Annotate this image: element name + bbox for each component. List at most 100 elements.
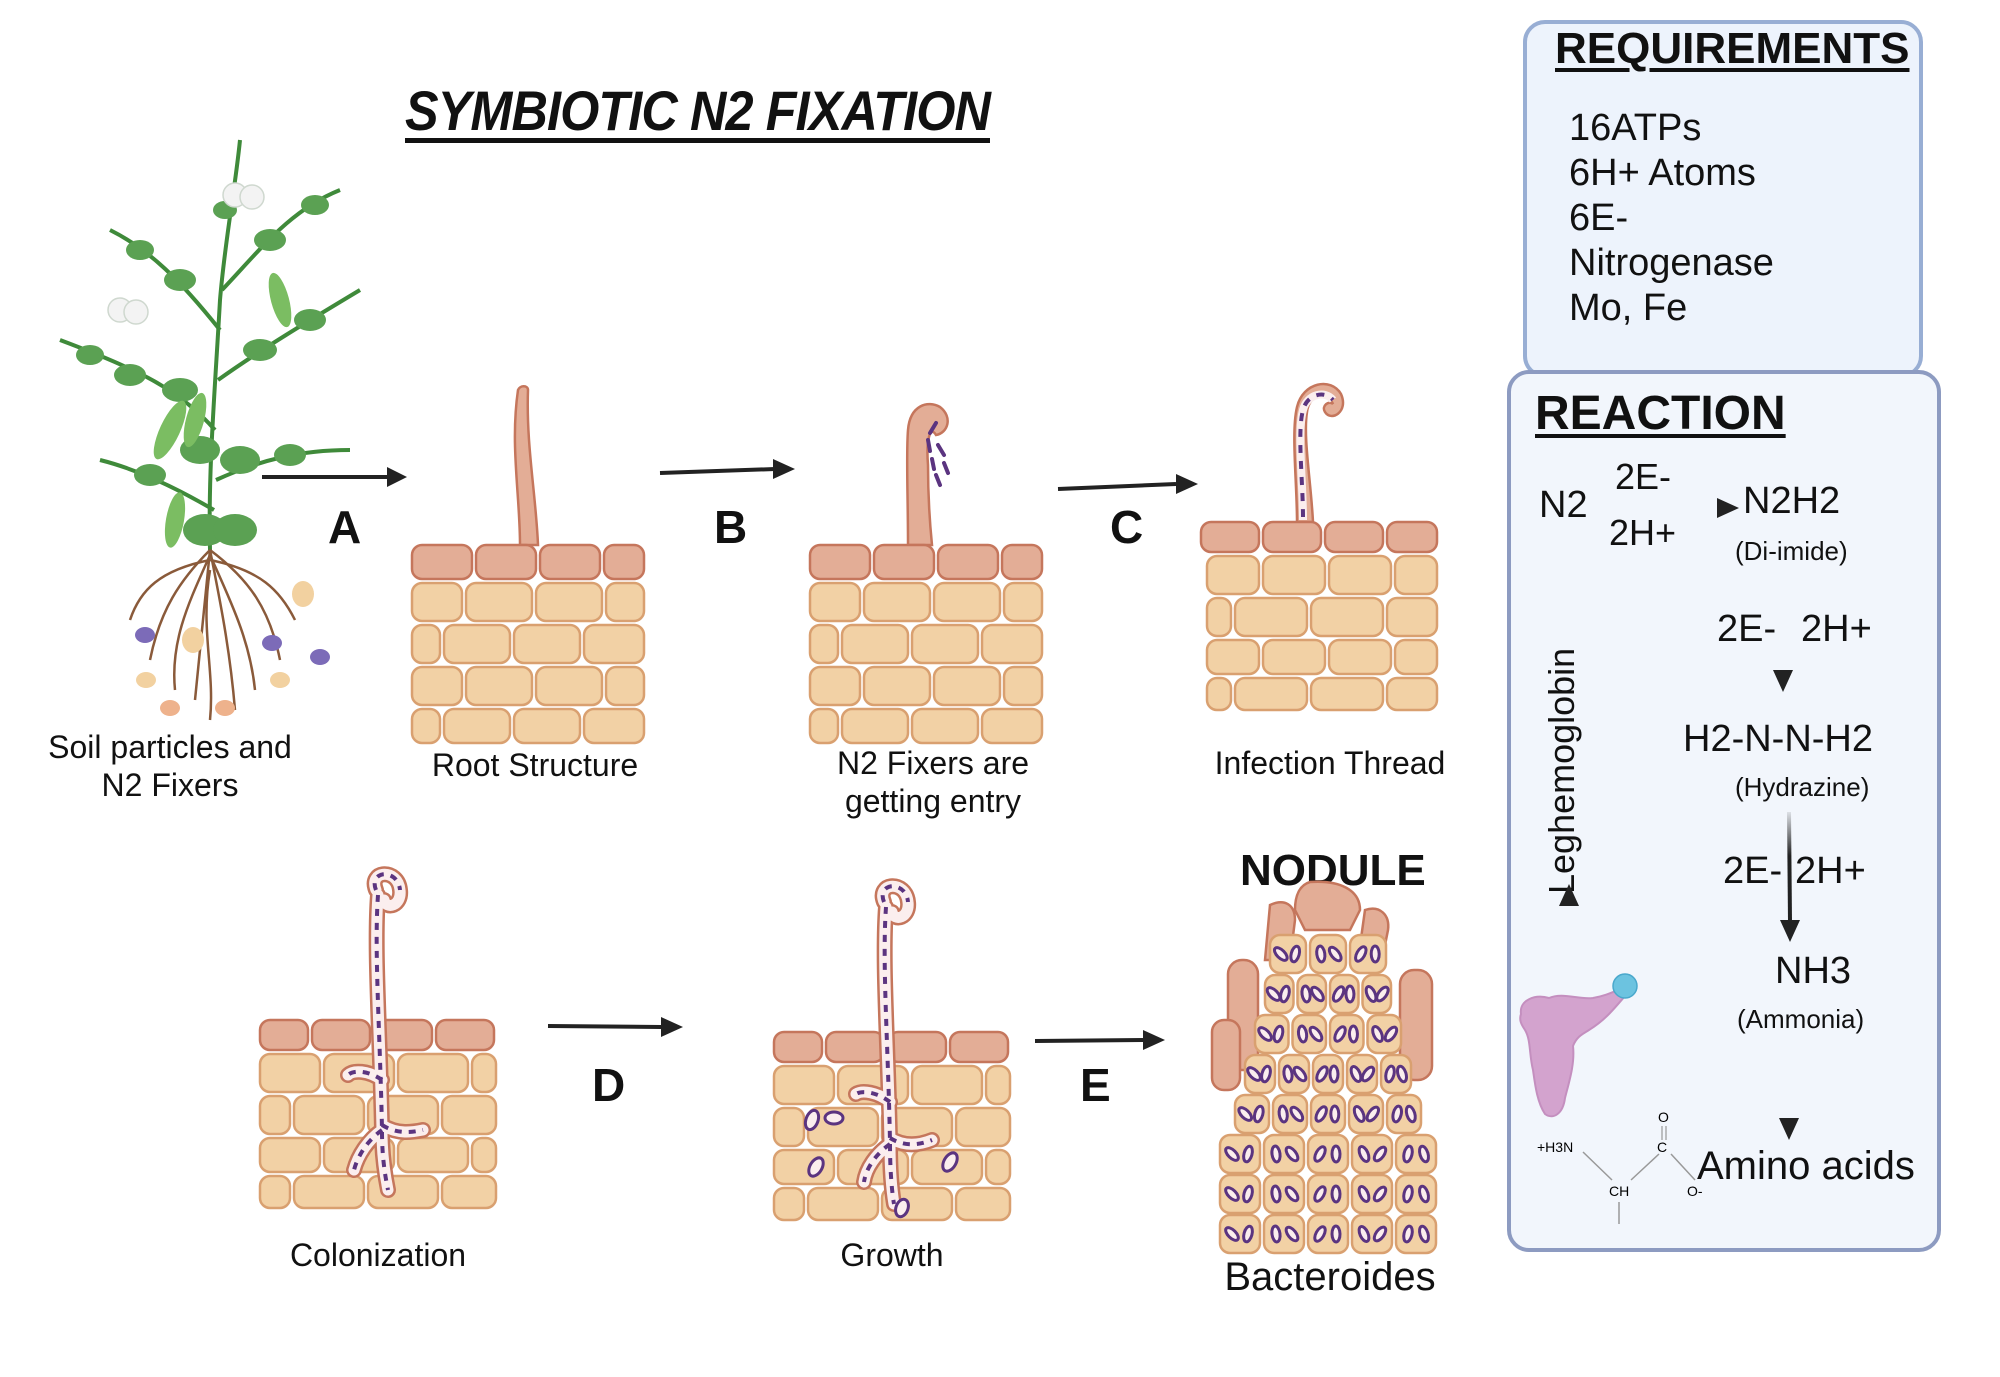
bacteroid xyxy=(1315,944,1327,964)
caption-entry-line1: N2 Fixers are xyxy=(836,745,1030,781)
colonization-tissue xyxy=(258,866,498,1210)
caption-root-structure: Root Structure xyxy=(431,747,639,783)
n2h2-label: N2H2 xyxy=(1743,480,1841,522)
step2-protons: 2H+ xyxy=(1801,608,1872,650)
arrow-n2-to-n2h2 xyxy=(1603,498,1739,518)
requirement-item: Nitrogenase xyxy=(1569,242,1774,284)
step3-electrons: 2E- xyxy=(1723,850,1783,892)
epidermis-row xyxy=(410,543,646,581)
step3-protons: 2H+ xyxy=(1795,850,1866,892)
bacteroid xyxy=(1282,1064,1294,1084)
pea-pods xyxy=(153,272,292,548)
bacteroid xyxy=(1369,944,1381,964)
bacteroid xyxy=(1289,944,1302,964)
caption-entry: N2 Fixers are getting entry xyxy=(808,744,1058,821)
thread-bacteria xyxy=(346,872,424,1191)
bacteroid xyxy=(1277,1104,1289,1124)
nodule-cell xyxy=(1348,933,1388,975)
bacteroid xyxy=(1330,1144,1342,1164)
bacteroid xyxy=(1328,1064,1340,1084)
reaction-heading: REACTION xyxy=(1535,387,1786,440)
step2-electrons: 2E- xyxy=(1717,608,1777,650)
bacteroid xyxy=(1260,1064,1272,1084)
bacteroid xyxy=(1265,986,1282,1002)
reaction-panel: REACTION N2 2E- 2H+ N2H2 (Di-imide) 2E- … xyxy=(1507,370,1941,1252)
bacteroid xyxy=(1418,1184,1430,1204)
nodule-outer-cells xyxy=(1210,880,1434,1092)
nodule-cell xyxy=(1271,1093,1309,1135)
step1-electrons: 2E- xyxy=(1615,456,1672,497)
hydrazine-label: H2-N-N-H2 xyxy=(1683,718,1873,760)
pea-plant-illustration xyxy=(59,139,362,721)
bacteroid xyxy=(1402,1224,1414,1244)
cortex-cells xyxy=(410,581,646,745)
nodule-cell xyxy=(1306,1173,1350,1215)
bacteroid xyxy=(1272,1024,1285,1044)
bacteroid xyxy=(1272,946,1289,962)
bacteroid xyxy=(1349,1065,1363,1083)
bacteroid xyxy=(1279,984,1291,1004)
nodule-cell xyxy=(1379,1053,1413,1095)
bacteroid xyxy=(1224,1146,1240,1162)
thread-bacteria xyxy=(854,884,933,1205)
nodule-cell xyxy=(1218,1173,1262,1215)
diagram-title: SYMBIOTIC N2 FIXATION xyxy=(405,79,991,142)
caption-colonization: Colonization xyxy=(289,1237,467,1273)
bacteroid xyxy=(1246,1066,1262,1082)
bacteroid xyxy=(1296,1024,1309,1044)
bacteroid xyxy=(1308,1025,1324,1043)
bacteroid xyxy=(1352,1105,1366,1123)
bacteroid xyxy=(1270,1224,1282,1244)
bacteroid xyxy=(1383,1025,1399,1043)
bacteroid xyxy=(1284,1185,1300,1203)
bacteroid xyxy=(1313,1145,1327,1163)
bacteroid xyxy=(1418,1224,1430,1244)
epidermis-row xyxy=(1199,520,1439,554)
arrow-hydrazine-to-nh3 xyxy=(1780,811,1800,942)
soil-particles xyxy=(135,581,330,716)
bacteroid xyxy=(1284,1145,1300,1163)
nodule-cell xyxy=(1385,1093,1423,1135)
arrow-a xyxy=(262,467,407,487)
nodule-illustration xyxy=(1210,880,1438,1255)
bacteroid xyxy=(1313,1225,1327,1243)
bacteroid xyxy=(1365,1105,1381,1123)
bacteroid xyxy=(1252,1104,1265,1124)
bacteroid xyxy=(1327,945,1343,963)
nodule-cell xyxy=(1306,1133,1350,1175)
growth-tissue xyxy=(772,878,1012,1222)
nodule-cell xyxy=(1394,1133,1438,1175)
nodule-cell xyxy=(1268,933,1308,975)
heme-group xyxy=(1612,973,1638,999)
bacteroid xyxy=(1257,1026,1273,1042)
bacteroid xyxy=(1224,1186,1240,1202)
bacteria-cluster xyxy=(926,421,950,487)
bacteroid xyxy=(1333,1025,1347,1043)
bacteroid xyxy=(1242,1184,1254,1204)
requirements-list: 16ATPs 6H+ Atoms 6E- Nitrogenase Mo, Fe xyxy=(1569,106,1774,331)
nodule-cell xyxy=(1262,1213,1306,1255)
bacteroid xyxy=(1372,1145,1388,1163)
bacteroid xyxy=(1313,1185,1327,1203)
pea-flowers xyxy=(107,182,265,325)
bacteroid xyxy=(1310,985,1325,1003)
root-hair xyxy=(513,385,540,547)
n2-label: N2 xyxy=(1539,484,1588,526)
infection-thread-tissue xyxy=(1199,382,1439,712)
bacteroid xyxy=(1372,1185,1388,1203)
arrow-n2h2-to-hydrazine xyxy=(1773,572,1793,692)
nodule-cell xyxy=(1218,1133,1262,1175)
step-label-e: E xyxy=(1080,1059,1111,1111)
leghemoglobin-protein-icon xyxy=(1519,973,1638,1118)
bacteroid xyxy=(1270,1184,1282,1204)
caption-growth: Growth xyxy=(840,1237,944,1273)
caption-soil: Soil particles and N2 Fixers xyxy=(40,728,300,805)
nodule-cell xyxy=(1350,1173,1394,1215)
nodule-bacteroides xyxy=(1224,944,1430,1244)
bacteroid xyxy=(1396,1064,1408,1084)
requirements-heading: REQUIREMENTS xyxy=(1555,24,1910,73)
bacteroid xyxy=(1360,1065,1376,1083)
plant-leaves xyxy=(76,195,329,546)
caption-entry-line2: getting entry xyxy=(844,783,1022,820)
nodule-cell xyxy=(1350,1213,1394,1255)
